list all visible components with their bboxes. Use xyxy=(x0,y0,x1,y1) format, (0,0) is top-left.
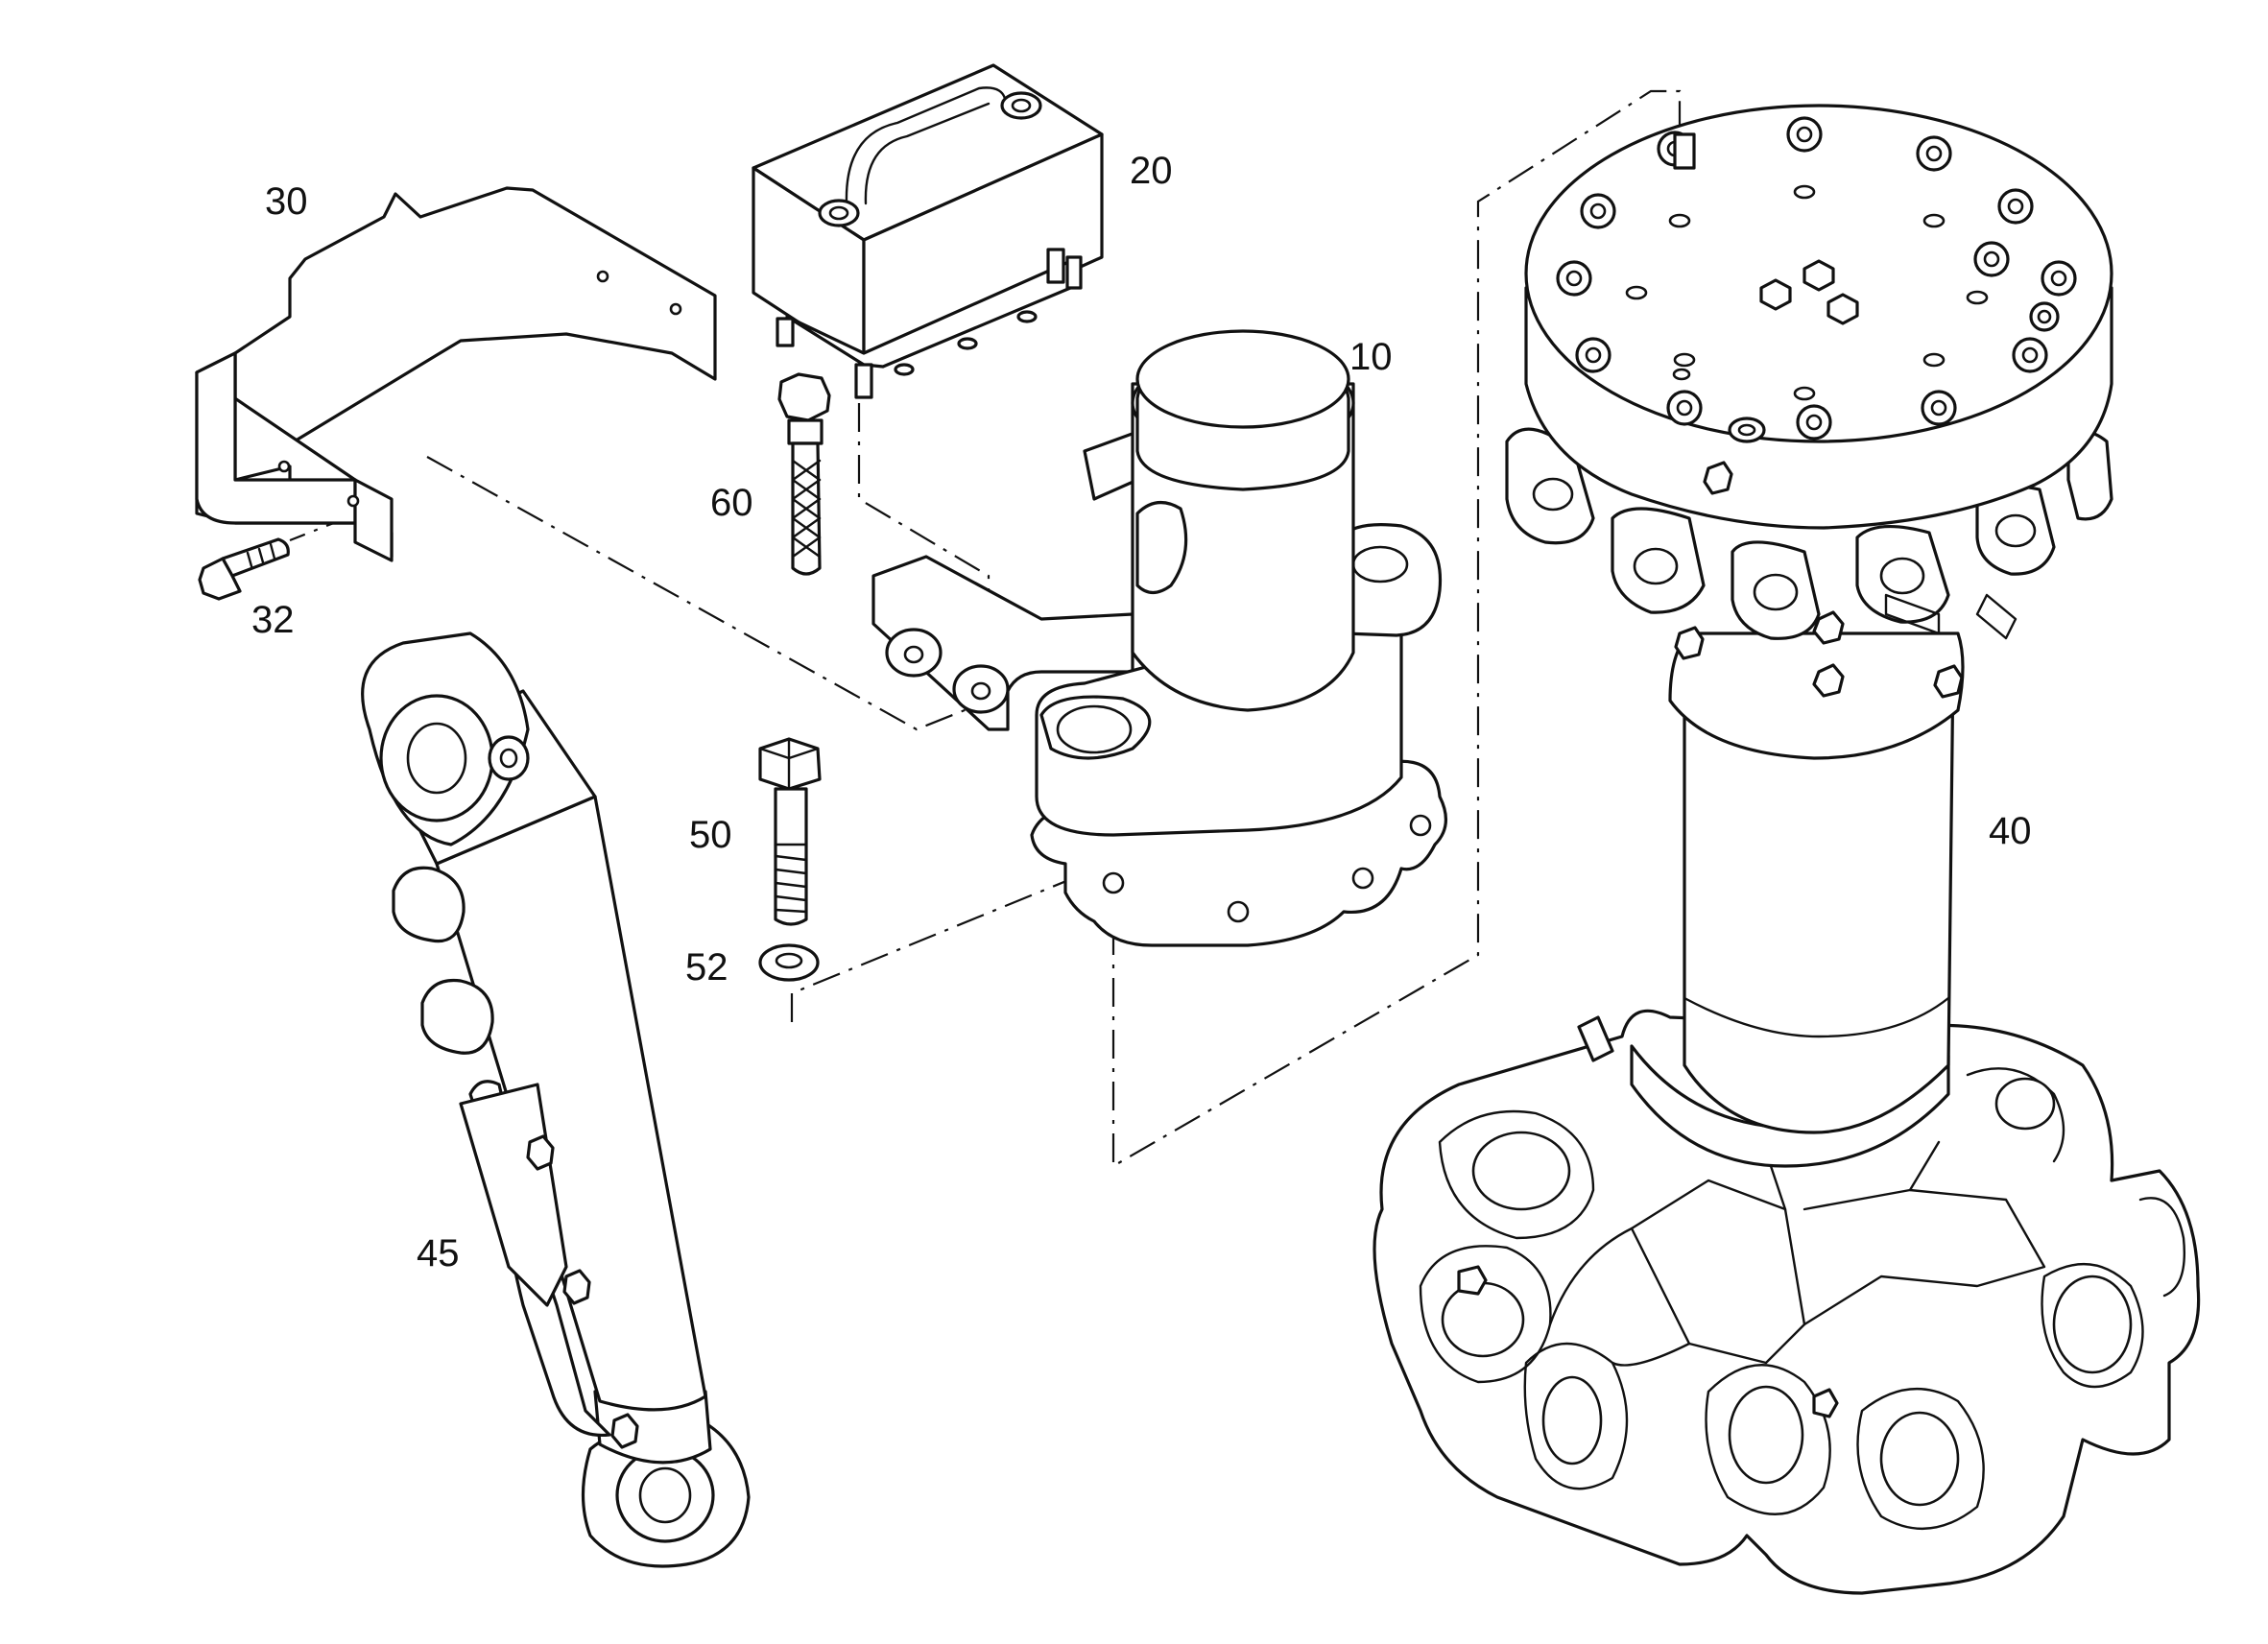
flange-holes xyxy=(1625,184,1989,401)
callout-part-50: 50 xyxy=(689,814,732,856)
callout-part-32: 32 xyxy=(251,599,295,641)
callout-part-30: 30 xyxy=(265,180,308,223)
valve-block-part-20 xyxy=(752,63,1104,399)
callout-part-10: 10 xyxy=(1349,336,1393,378)
bracket-part-30 xyxy=(195,186,717,562)
callout-part-45: 45 xyxy=(417,1232,460,1275)
callout-part-40: 40 xyxy=(1989,810,2032,852)
hydraulic-cylinder-part-45 xyxy=(361,631,751,1568)
callout-part-60: 60 xyxy=(710,482,753,524)
callout-part-20: 20 xyxy=(1130,150,1173,192)
hex-bolt-part-50 xyxy=(758,737,822,926)
bolt-part-32 xyxy=(198,537,290,601)
callout-part-52: 52 xyxy=(685,946,728,989)
swivel-housing-part-10 xyxy=(871,329,1447,947)
washer-part-52 xyxy=(758,943,820,982)
flange-bolt-heads xyxy=(1556,116,2077,441)
hose-fitting-part-60 xyxy=(777,372,831,576)
slewing-column-part-40 xyxy=(1373,104,2201,1595)
